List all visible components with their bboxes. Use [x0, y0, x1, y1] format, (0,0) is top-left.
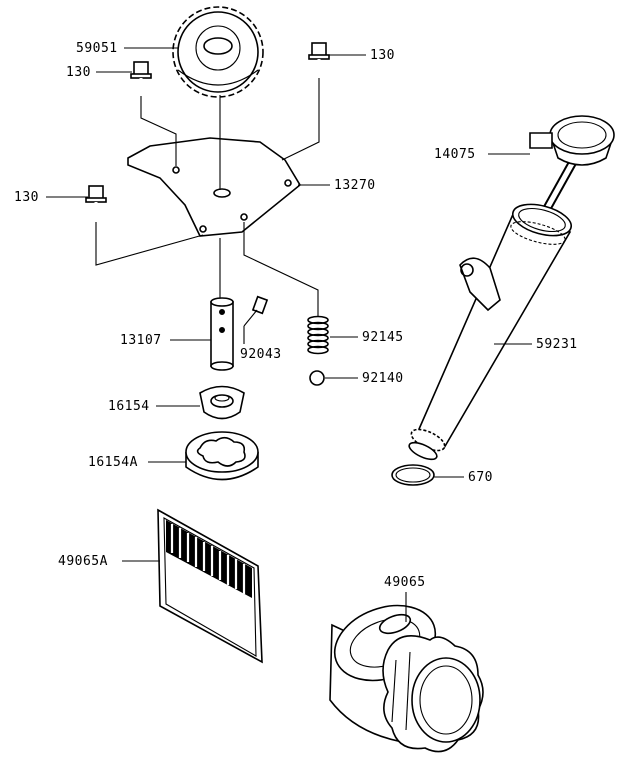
- label-inner-rotor: 16154: [108, 399, 200, 414]
- pump-cover-plate: [127, 137, 302, 237]
- label-plate: 13270: [298, 178, 376, 193]
- label-dipstick-text: 14075: [434, 147, 476, 162]
- assembly-lines-top: [95, 78, 320, 316]
- label-oring-text: 670: [468, 470, 493, 485]
- bolt-top-left: [130, 61, 152, 95]
- label-ball-text: 92140: [362, 371, 404, 386]
- label-outer-rotor-text: 16154A: [88, 455, 138, 470]
- relief-spring: [307, 315, 329, 355]
- label-screen-text: 49065A: [58, 554, 108, 569]
- label-screen: 49065A: [58, 554, 160, 569]
- label-gear-text: 59051: [76, 41, 118, 56]
- label-plate-text: 13270: [334, 178, 376, 193]
- label-pipe: 59231: [494, 337, 578, 352]
- label-oring: 670: [434, 470, 493, 485]
- label-spring: 92145: [330, 330, 404, 345]
- label-ball: 92140: [325, 371, 404, 386]
- label-pin: 92043: [240, 326, 282, 362]
- label-outer-rotor: 16154A: [88, 455, 186, 470]
- dipstick: [529, 115, 615, 233]
- oil-screen: [157, 508, 263, 664]
- label-gear: 59051: [76, 41, 178, 56]
- label-bolt-top-left: 130: [66, 65, 132, 80]
- label-spring-text: 92145: [362, 330, 404, 345]
- oil-pump-gear: [172, 6, 264, 98]
- label-pipe-text: 59231: [536, 337, 578, 352]
- o-ring: [391, 464, 435, 486]
- pin: [243, 295, 269, 327]
- label-filter: 49065: [384, 575, 426, 622]
- label-pin-text: 92043: [240, 347, 282, 362]
- bolt-top-right: [308, 42, 330, 78]
- label-shaft-text: 13107: [120, 333, 162, 348]
- label-bolt-left: 130: [14, 190, 88, 205]
- outer-rotor: [185, 431, 259, 481]
- pump-shaft: [210, 297, 234, 371]
- relief-ball: [309, 370, 325, 386]
- oil-filler-pipe: [408, 203, 573, 461]
- bolt-left: [85, 185, 107, 220]
- label-shaft: 13107: [120, 333, 211, 348]
- label-bolt-top-right-text: 130: [370, 48, 395, 63]
- label-bolt-left-text: 130: [14, 190, 39, 205]
- oil-filter: [329, 604, 484, 753]
- label-inner-rotor-text: 16154: [108, 399, 150, 414]
- label-filter-text: 49065: [384, 575, 426, 590]
- label-dipstick: 14075: [434, 147, 530, 162]
- label-bolt-top-left-text: 130: [66, 65, 91, 80]
- label-bolt-top-right: 130: [328, 48, 395, 63]
- inner-rotor: [199, 385, 245, 420]
